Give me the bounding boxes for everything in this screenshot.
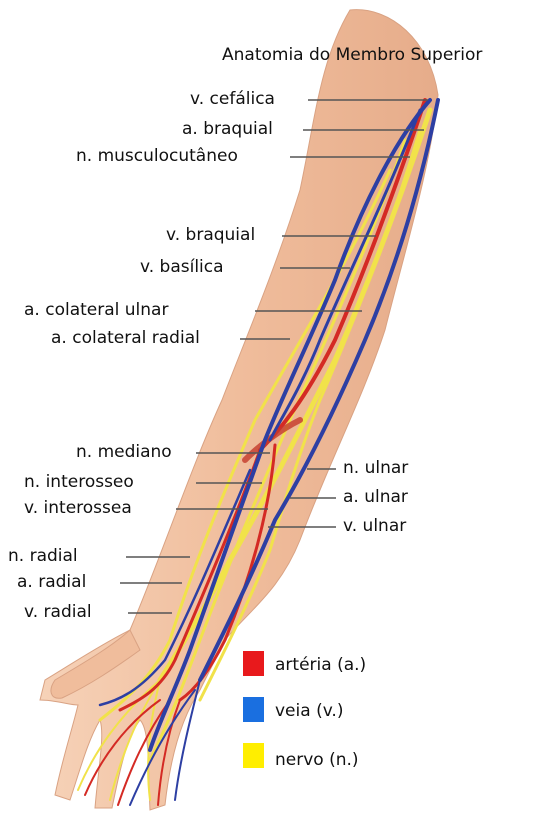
label-a-colateral-radial: a. colateral radial [51,328,200,348]
label-v-basilica: v. basílica [140,257,224,277]
label-a-ulnar: a. ulnar [343,487,408,507]
label-v-braquial: v. braquial [166,225,255,245]
legend: artéria (a.) veia (v.) nervo (n.) [243,651,366,770]
label-v-cefalica: v. cefálica [190,89,275,109]
label-n-ulnar: n. ulnar [343,458,408,478]
label-n-radial: n. radial [8,546,78,566]
label-a-radial: a. radial [17,572,86,592]
label-v-interossea: v. interossea [24,498,132,518]
label-v-radial: v. radial [24,602,92,622]
legend-swatch-vein [243,697,264,722]
label-n-interosseo: n. interosseo [24,472,134,492]
legend-label-vein: veia (v.) [275,701,343,721]
legend-swatch-nerve [243,743,264,768]
label-a-braquial: a. braquial [182,119,273,139]
legend-swatch-artery [243,651,264,676]
label-a-colateral-ulnar: a. colateral ulnar [24,300,168,320]
legend-label-nerve: nervo (n.) [275,750,359,770]
label-n-musculocutaneo: n. musculocutâneo [76,146,238,166]
diagram-title: Anatomia do Membro Superior [222,45,482,65]
label-v-ulnar: v. ulnar [343,516,406,536]
label-n-mediano: n. mediano [76,442,172,462]
legend-label-artery: artéria (a.) [275,655,366,675]
